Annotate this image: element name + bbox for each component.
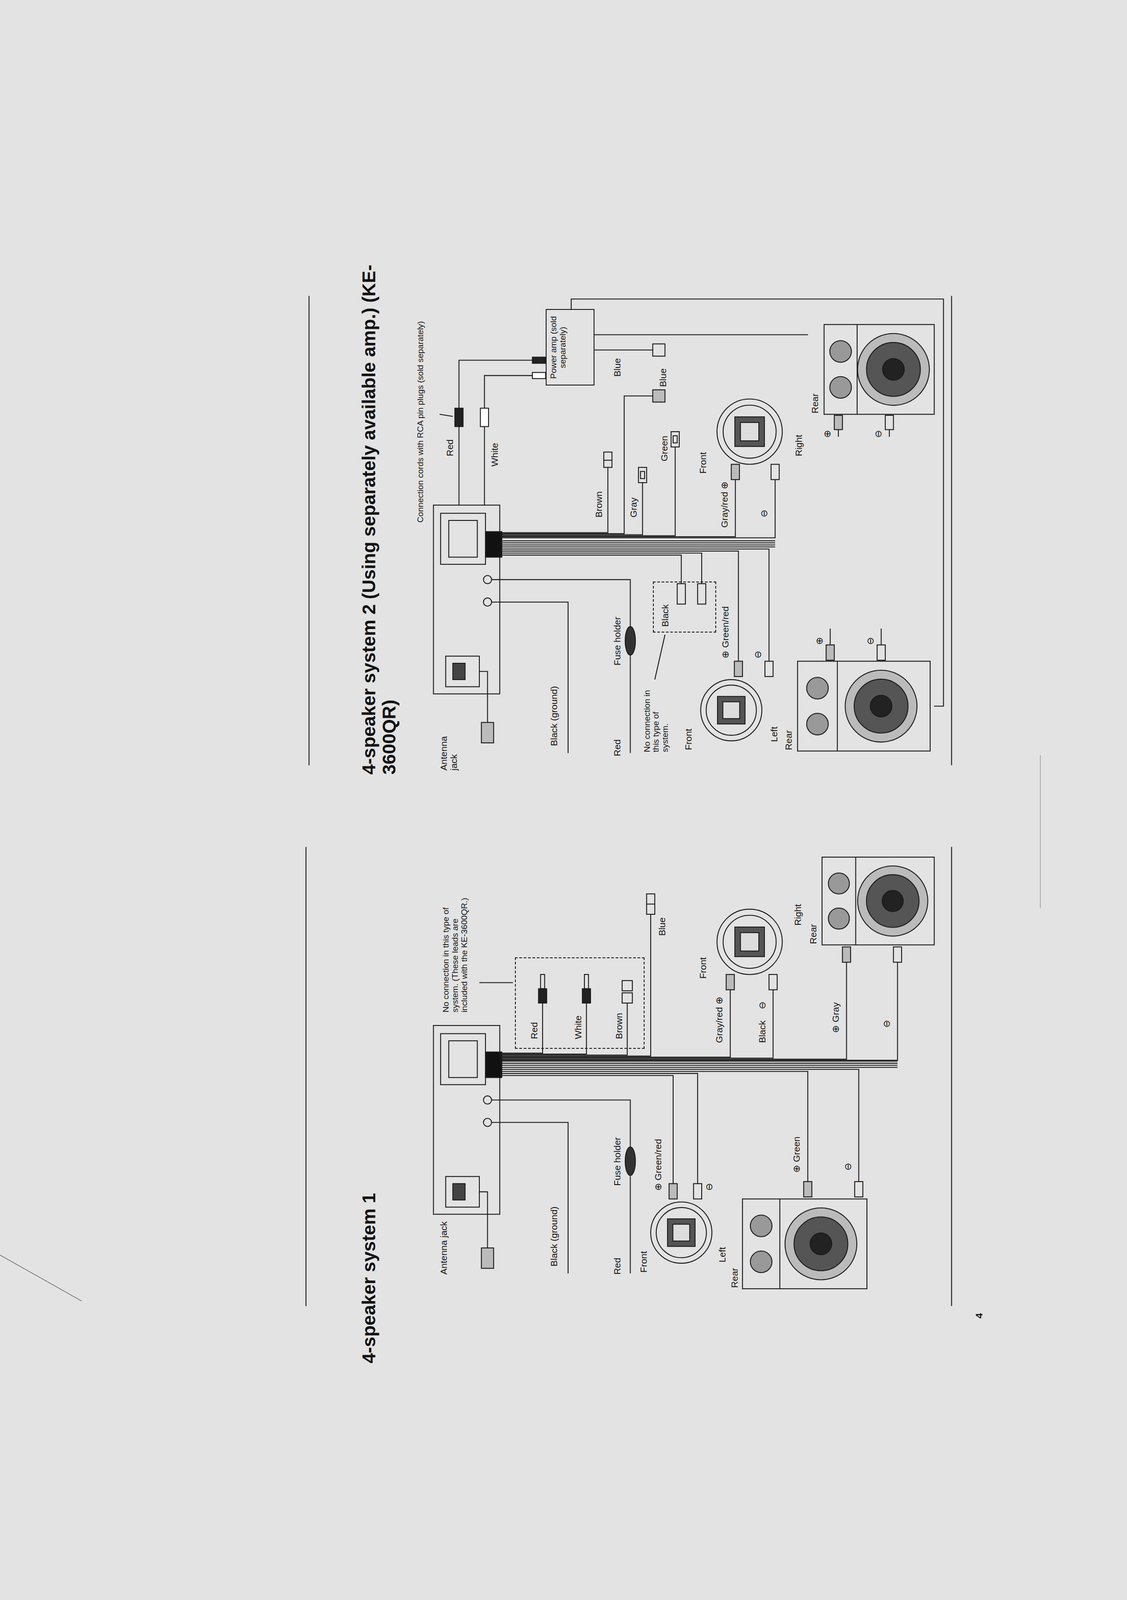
- wire-label: ⊖: [881, 1018, 892, 1029]
- wire-label: ⊕: [814, 635, 825, 646]
- node-label: Front: [697, 450, 708, 475]
- speaker: Rear: [727, 1196, 870, 1291]
- node-label: Brown: [613, 1011, 624, 1040]
- speaker: Front: [695, 903, 790, 983]
- speaker: Front: [636, 1196, 717, 1276]
- section-heading: 4-speaker system 1: [358, 1191, 380, 1364]
- wire-label: Antenna jack: [438, 726, 459, 772]
- wire-label: Right: [792, 902, 803, 927]
- speaker: Front: [695, 390, 791, 478]
- node-label: Red: [529, 1020, 540, 1040]
- wire-label: White: [489, 442, 500, 468]
- wire-label: ⊕ Gray: [830, 1000, 841, 1033]
- node-label: Front: [683, 727, 694, 751]
- node-label: Rear: [808, 922, 819, 945]
- wire-label: ⊖: [842, 1161, 853, 1171]
- wire-label: Red: [612, 738, 623, 758]
- wire-label: Antenna jack: [438, 1219, 449, 1275]
- note-text: No connection in this type of system. (T…: [441, 888, 470, 1014]
- node-label: Rear: [783, 728, 794, 751]
- wire-label: Brown: [593, 490, 604, 519]
- wire-label: Left: [768, 725, 780, 743]
- wire-label: ⊖: [758, 508, 769, 519]
- wire-label: Blue: [612, 357, 623, 378]
- wire-label: Gray: [628, 496, 639, 519]
- speaker-wire: [571, 298, 944, 706]
- node-label: White: [572, 1014, 584, 1040]
- wire-label: ⊖: [703, 1181, 714, 1192]
- wire-label: Blue: [657, 367, 668, 388]
- wire-label: Green: [659, 434, 670, 462]
- section-heading: 4-speaker system 2 (Using separately ava…: [358, 263, 400, 776]
- lead-group-box: Red White Brown: [514, 956, 645, 1049]
- wire-label: ⊕ Green/red: [652, 1137, 664, 1192]
- wire-label: ⊖: [865, 635, 876, 646]
- wire-label: Gray/red ⊕: [719, 480, 730, 529]
- wire-label: Black (ground): [548, 1205, 559, 1268]
- wire-label: Fuse holder: [612, 615, 623, 667]
- wire-label: ⊕: [822, 428, 833, 439]
- speaker: Rear: [805, 854, 937, 947]
- wire-label: Black: [757, 1018, 768, 1044]
- wire-label: ⊕ Green/red: [720, 605, 731, 659]
- wire-label: ⊖: [757, 1000, 768, 1010]
- wire-label: Right: [793, 433, 804, 457]
- note-text: Connection cords with RCA pin plugs (sol…: [416, 317, 426, 524]
- speaker-wire: [594, 333, 809, 335]
- speaker: Front: [681, 671, 768, 754]
- node-label: Rear: [809, 392, 820, 415]
- wire-label: ⊖: [752, 649, 763, 660]
- wire-label: Red: [444, 438, 455, 457]
- node-label: Rear: [729, 1266, 740, 1289]
- speaker: Rear: [808, 322, 937, 417]
- lead-group-box: Black: [652, 581, 717, 633]
- wire-label: Fuse holder: [612, 1135, 623, 1187]
- node-label: Black: [659, 603, 671, 628]
- wire-label: ⊖: [873, 428, 884, 439]
- wire-label: Gray/red ⊕: [713, 995, 725, 1044]
- page-number: 4: [974, 1311, 985, 1319]
- wire-label: Left: [717, 1245, 728, 1263]
- wire-label: Black (ground): [548, 684, 559, 747]
- node-label: Front: [697, 956, 708, 980]
- wire-label: ⊕ Green: [791, 1134, 802, 1173]
- note-text: No connection in this type of system.: [642, 679, 671, 754]
- wire-label: Red: [612, 1256, 623, 1276]
- node-label: Power amp (sold separately): [549, 312, 568, 382]
- speaker: Rear: [781, 659, 935, 754]
- node-label: Front: [638, 1249, 649, 1273]
- wire-label: Blue: [656, 916, 667, 937]
- power-amp-box: Power amp (sold separately): [545, 308, 595, 386]
